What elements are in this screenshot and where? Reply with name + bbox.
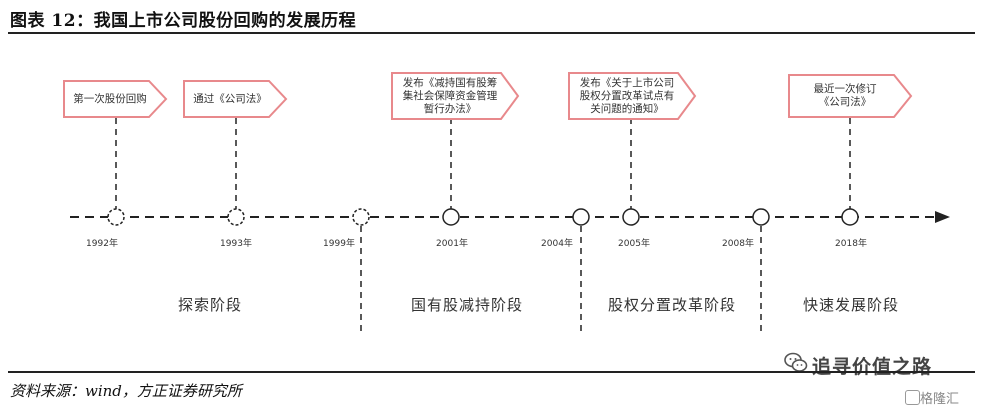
event-box-2001: 发布《减持国有股筹 集社会保障资金管理 暂行办法》: [391, 72, 520, 120]
year-label: 2004年: [541, 239, 573, 249]
event-label-line: 最近一次修订: [813, 83, 877, 95]
event-label-line: 第一次股份回购: [73, 92, 147, 105]
year-label: 2005年: [618, 239, 650, 249]
node-2018: [841, 208, 859, 226]
event-label-line: 股权分置改革试点有: [579, 89, 675, 102]
event-label-line: 发布《减持国有股筹: [402, 76, 498, 89]
year-label: 2008年: [722, 239, 754, 249]
node-2001: [442, 208, 460, 226]
event-label-line: 发布《关于上市公司: [579, 76, 675, 89]
watermark-text: 追寻价值之路: [812, 356, 933, 378]
event-label-line: 《公司法》: [818, 96, 872, 108]
node-1993: [227, 208, 245, 226]
year-label: 2001年: [436, 239, 468, 249]
year-label: 1993年: [220, 239, 252, 249]
axis-arrowhead: [935, 211, 950, 223]
stage-label: 快速发展阶段: [802, 296, 900, 314]
source-note: 资料来源：wind，方正证券研究所: [10, 382, 242, 400]
event-label-line: 通过《公司法》: [193, 92, 267, 105]
node-1999: [352, 208, 370, 226]
event-box-1992: 第一次股份回购: [63, 80, 168, 118]
year-label: 1992年: [86, 239, 118, 249]
event-box-2018: 最近一次修订 《公司法》: [788, 74, 913, 118]
event-label-line: 关问题的通知》: [590, 102, 664, 115]
event-label-line: 暂行办法》: [423, 102, 477, 115]
stage-label: 国有股减持阶段: [410, 296, 524, 314]
event-label-line: 集社会保障资金管理: [402, 89, 498, 102]
node-2005: [622, 208, 640, 226]
year-label: 1999年: [323, 239, 355, 249]
bottom-rule: [8, 371, 975, 373]
watermark-sub: 格隆汇: [920, 392, 960, 407]
event-box-2005: 发布《关于上市公司 股权分置改革试点有 关问题的通知》: [568, 72, 697, 120]
year-label: 2018年: [835, 239, 867, 249]
stage-label: 股权分置改革阶段: [607, 296, 737, 314]
gelonghui-logo-icon: [905, 390, 920, 405]
node-1992: [107, 208, 125, 226]
node-2008: [752, 208, 770, 226]
event-box-1993: 通过《公司法》: [183, 80, 288, 118]
top-rule: [8, 32, 975, 34]
stage-label: 探索阶段: [177, 296, 243, 314]
node-2004: [572, 208, 590, 226]
figure-title: 图表 12：我国上市公司股份回购的发展历程: [10, 11, 357, 31]
